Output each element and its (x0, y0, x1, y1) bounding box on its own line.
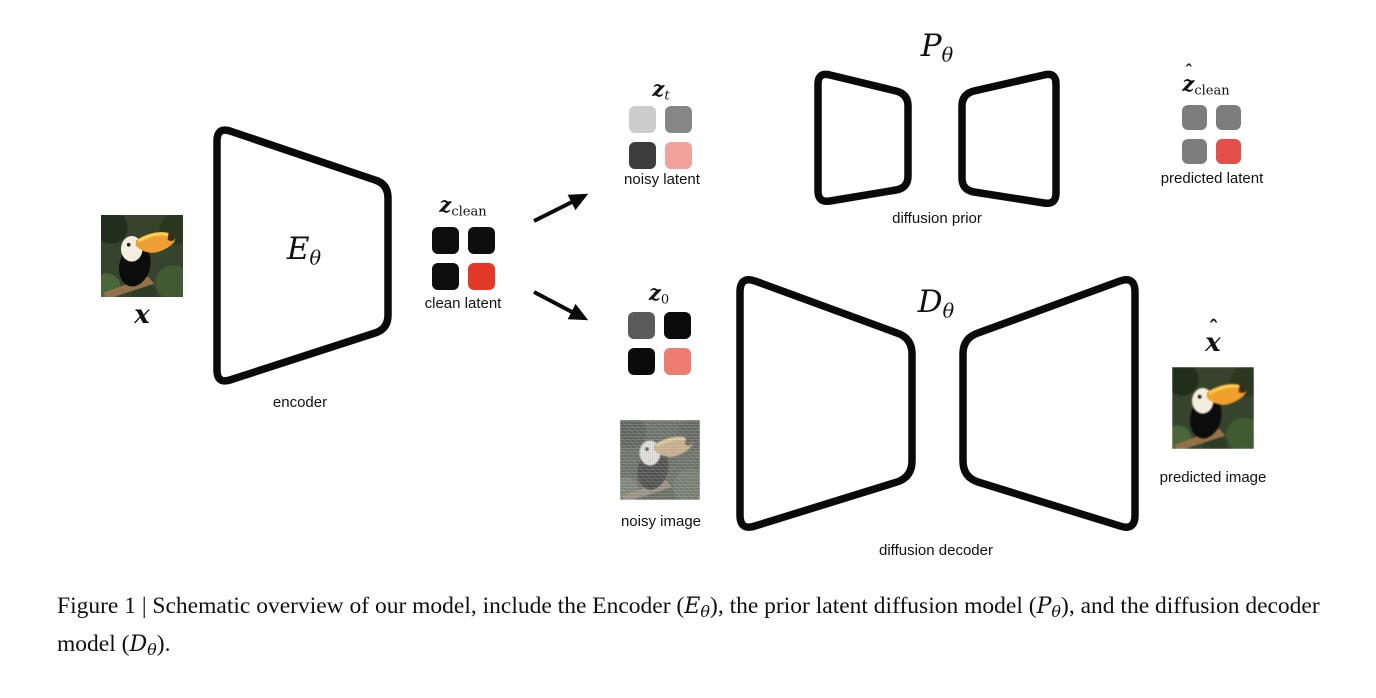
toucan-illustration (101, 215, 183, 297)
z-0-subscript: 0 (660, 292, 670, 308)
label-z-0: z0 (609, 280, 709, 308)
p-symbol: P (920, 28, 942, 64)
label-x: x (101, 300, 183, 330)
latent-cell (664, 348, 691, 375)
diffusion-decoder-left-trapezoid (736, 276, 916, 531)
latent-cell (432, 263, 459, 290)
p-subscript: θ (941, 43, 954, 67)
latent-cell (1216, 139, 1241, 164)
diffusion-prior-right-trapezoid (958, 70, 1060, 208)
p-subscript: θ (1051, 601, 1062, 621)
x-symbol: x (1205, 328, 1221, 358)
toucan-input-image (101, 215, 183, 297)
caption-text: ), and the diffusion decoder model ( (57, 593, 1320, 657)
latent-cell (665, 142, 692, 169)
predicted-latent-caption: predicted latent (1160, 170, 1264, 187)
noisy-latent-caption: noisy latent (624, 171, 700, 188)
e-symbol: E (286, 231, 310, 267)
latent-cell (629, 106, 656, 133)
latent-cell (468, 227, 495, 254)
label-z-t: zt (611, 76, 711, 104)
z-symbol: z (648, 280, 661, 305)
label-z-clean: zclean (413, 192, 513, 220)
z-symbol: z (1182, 71, 1195, 96)
diffusion-prior-caption: diffusion prior (892, 210, 982, 227)
predicted-image-caption: predicted image (1159, 469, 1267, 486)
latent-cell (664, 312, 691, 339)
latent-cell (1182, 139, 1207, 164)
toucan-predicted-image (1172, 367, 1254, 449)
encoder-caption: encoder (272, 394, 328, 411)
x-symbol: x (134, 300, 150, 330)
noisy-latent-grid (629, 106, 692, 169)
z-symbol: z (652, 76, 665, 101)
label-p-theta: Pθ (887, 28, 987, 66)
noisy-image-caption: noisy image (620, 513, 702, 530)
caption-text: ), the prior latent diffusion model ( (710, 593, 1037, 619)
latent-cell (1182, 105, 1207, 130)
z-clean-subscript: clean (451, 204, 487, 220)
predicted-latent-grid (1182, 105, 1241, 164)
label-d-theta: Dθ (886, 284, 986, 322)
latent-cell (665, 106, 692, 133)
d-subscript: θ (942, 299, 955, 323)
diffusion-decoder-right-trapezoid (959, 276, 1139, 531)
arrow-to-z0-latent (533, 290, 573, 314)
arrow-to-noisy-latent (533, 200, 573, 223)
hat-accent: ˆ (1184, 60, 1194, 81)
hat-accent: ˆ (1208, 315, 1219, 341)
e-subscript: θ (309, 246, 322, 270)
d-symbol: D (129, 630, 148, 657)
p-symbol: P (1036, 593, 1052, 619)
toucan-illustration (620, 420, 700, 500)
z0-latent-grid (628, 312, 691, 375)
d-symbol: D (917, 284, 943, 320)
arrow-to-noisy-latent-head (567, 193, 589, 211)
toucan-illustration (1172, 367, 1254, 449)
model-schematic-diagram: x Eθ encoder zclean clean latent zt nois… (101, 28, 1267, 559)
figure-caption: Figure 1 | Schematic overview of our mod… (57, 588, 1327, 663)
latent-cell (1216, 105, 1241, 130)
latent-cell (628, 312, 655, 339)
z-hat-clean-subscript: clean (1194, 83, 1230, 99)
latent-cell (629, 142, 656, 169)
clean-latent-grid (432, 227, 495, 290)
latent-cell (468, 263, 495, 290)
d-subscript: θ (147, 639, 157, 659)
e-symbol: E (684, 593, 701, 619)
arrow-to-z0-latent-head (567, 303, 589, 321)
diffusion-prior-left-trapezoid (814, 70, 912, 206)
caption-text: ). (156, 630, 171, 657)
caption-text: Figure 1 | Schematic overview of our mod… (57, 593, 685, 619)
z-symbol: z (439, 192, 452, 217)
latent-cell (432, 227, 459, 254)
clean-latent-caption: clean latent (424, 295, 502, 312)
latent-cell (628, 348, 655, 375)
encoder-trapezoid (213, 126, 392, 385)
e-subscript: θ (700, 601, 711, 621)
label-e-theta: Eθ (254, 231, 354, 269)
toucan-noisy-image (620, 420, 700, 500)
diffusion-decoder-caption: diffusion decoder (879, 542, 993, 559)
diagram-canvas (213, 70, 1139, 531)
z-t-subscript: t (664, 88, 670, 104)
